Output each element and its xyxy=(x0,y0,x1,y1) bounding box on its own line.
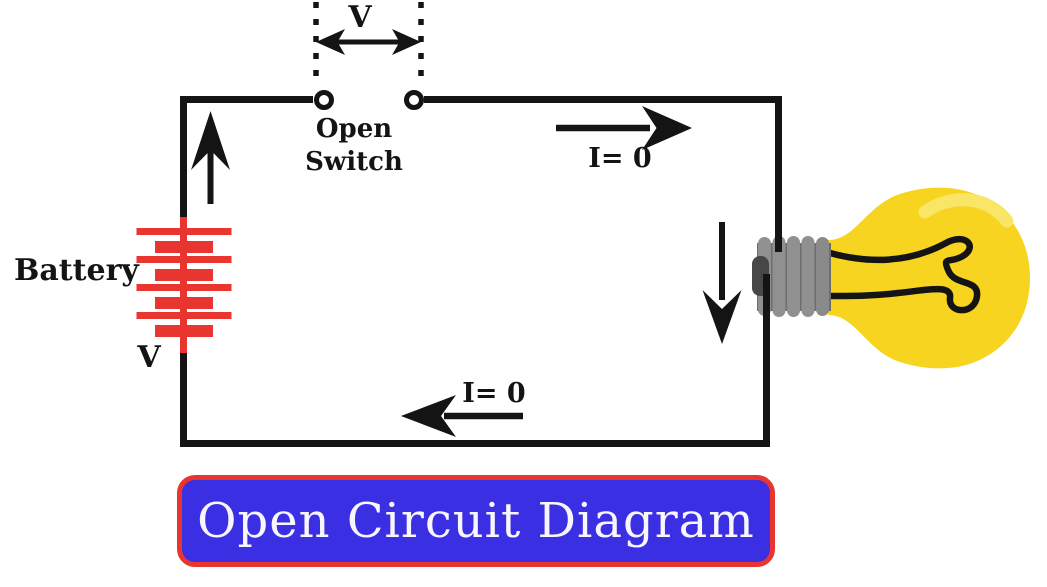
current-arrow-right-icon xyxy=(556,106,692,150)
current-arrow-up-icon xyxy=(191,111,230,204)
current-arrow-left-icon xyxy=(401,395,523,437)
switch-terminal-left xyxy=(314,90,334,110)
title-banner: Open Circuit Diagram xyxy=(177,475,775,567)
bulb-highlight xyxy=(918,193,1014,228)
current-arrow-down-icon xyxy=(702,222,742,344)
open-switch-terminals xyxy=(314,90,424,110)
wire-top-left xyxy=(180,96,313,219)
switch-terminal-right xyxy=(404,90,424,110)
wire-top-right xyxy=(424,96,782,252)
battery-cells-icon xyxy=(136,217,232,353)
open-switch-label: Open Switch xyxy=(288,113,420,179)
light-bulb-icon xyxy=(752,187,1030,369)
voltage-double-arrow-icon xyxy=(316,29,421,55)
open-switch-label-line1: Open xyxy=(315,114,393,144)
switch-gap-guides xyxy=(313,2,424,78)
current-zero-label-top: I= 0 xyxy=(588,143,652,174)
switch-gap-voltage-label: V xyxy=(348,0,372,35)
open-switch-label-line2: Switch xyxy=(305,147,403,177)
bulb-glass xyxy=(828,187,1030,369)
current-zero-label-bottom: I= 0 xyxy=(462,378,526,409)
wire-bottom-loop xyxy=(180,274,770,447)
battery-label: Battery xyxy=(14,253,139,288)
bulb-filament xyxy=(826,235,981,314)
title-banner-text: Open Circuit Diagram xyxy=(197,493,755,549)
battery-voltage-label: V xyxy=(137,340,161,375)
circuit-wires xyxy=(180,96,782,447)
